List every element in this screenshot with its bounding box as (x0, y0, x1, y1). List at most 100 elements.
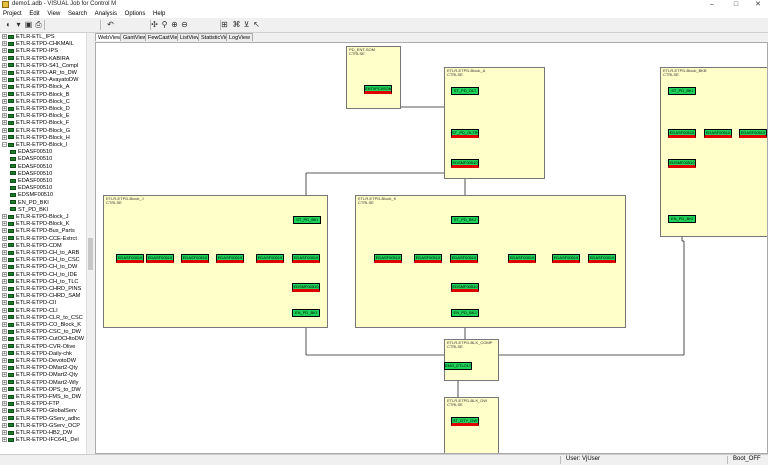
expand-toggle-icon[interactable]: + (2, 242, 7, 249)
tree-item[interactable]: +ETLR-ETPD-CII (2, 300, 56, 307)
print-icon[interactable]: ⎙ (35, 20, 42, 29)
menu-edit[interactable]: Edit (29, 11, 40, 17)
job-node[interactable]: EDASF00510 (552, 254, 580, 263)
tree-item[interactable]: +ETLR-ETPD-CHRD_SAM (2, 293, 80, 300)
menu-analysis[interactable]: Analysis (94, 11, 117, 17)
job-node[interactable]: EDASF00510 (181, 254, 209, 263)
tree-item[interactable]: +ETLR-ETPD-AR_to_DW (2, 70, 77, 77)
tree-item[interactable]: +ETLR-ETPD-CLI (2, 308, 58, 315)
tree-item[interactable]: +ETLR-ETPD-CH_to_CSC (2, 257, 80, 264)
job-node[interactable]: EN_PD_BKI (292, 309, 320, 317)
expand-toggle-icon[interactable]: + (2, 372, 7, 379)
expand-toggle-icon[interactable]: + (2, 336, 7, 343)
expand-toggle-icon[interactable]: + (2, 98, 7, 105)
expand-toggle-icon[interactable]: + (2, 70, 7, 77)
expand-toggle-icon[interactable]: + (2, 84, 7, 91)
tree-item[interactable]: EDASF00510 (10, 164, 52, 171)
expand-toggle-icon[interactable]: − (2, 142, 7, 149)
expand-toggle-icon[interactable]: + (2, 415, 7, 422)
tree-item[interactable]: +ETLR-ETPD-GServ_OCP (2, 423, 80, 430)
tree-item[interactable]: +ETLR-ETPD-CHRD_PINS (2, 286, 81, 293)
expand-toggle-icon[interactable]: + (2, 77, 7, 84)
tree-item[interactable]: EN_PD_BKI (10, 200, 49, 207)
menu-view[interactable]: View (47, 11, 61, 17)
tree-item[interactable]: +ETLR-ETPD-DPS_to_DW (2, 387, 81, 394)
job-node[interactable]: EDASF00510 (668, 129, 696, 138)
tree-item[interactable]: +ETLR-ETPD-Block_H (2, 135, 70, 142)
filter-icon[interactable]: ⊻ (243, 20, 250, 29)
expand-toggle-icon[interactable]: + (2, 437, 7, 444)
expand-toggle-icon[interactable]: + (2, 271, 7, 278)
expand-toggle-icon[interactable]: + (2, 134, 7, 141)
expand-toggle-icon[interactable]: + (2, 307, 7, 314)
expand-toggle-icon[interactable]: + (2, 386, 7, 393)
tree-item[interactable]: +ETLR-ETPD-S41_Compl (2, 63, 78, 70)
expand-toggle-icon[interactable]: + (2, 408, 7, 415)
tree-item[interactable]: EDASF00510 (10, 149, 52, 156)
job-node[interactable]: EDASF00510 (704, 129, 732, 138)
job-node[interactable]: EDSMF00510 (292, 283, 320, 292)
tree-item[interactable]: +ETLR-ETPD-DMart2-Qty (2, 372, 78, 379)
expand-toggle-icon[interactable]: + (2, 422, 7, 429)
expand-toggle-icon[interactable]: + (2, 264, 7, 271)
expand-toggle-icon[interactable]: + (2, 430, 7, 437)
save-icon[interactable]: ▣ (24, 20, 33, 29)
job-node[interactable]: ST_PD_BKJ (451, 216, 479, 224)
job-node[interactable]: EDASF00510 (450, 254, 478, 263)
expand-toggle-icon[interactable]: + (2, 365, 7, 372)
expand-toggle-icon[interactable]: + (2, 257, 7, 264)
tree-item[interactable]: +ETLR-ETPD-Block_K (2, 221, 69, 228)
expand-toggle-icon[interactable]: + (2, 329, 7, 336)
tree-item[interactable]: +ETLR-ETPD-Block_A (2, 84, 69, 91)
zoom-fit-icon[interactable]: ⊖ (181, 20, 188, 29)
job-node[interactable]: EMO_ETLOLT (444, 362, 472, 370)
tree-item[interactable]: +ETLR-ETPD-Daily-chk (2, 351, 72, 358)
job-node[interactable]: EDSMF00510 (668, 159, 696, 168)
tree-item[interactable]: +ETLR-ETPD-CH_to_TLC (2, 279, 78, 286)
expand-toggle-icon[interactable]: + (2, 120, 7, 127)
tree-item[interactable]: +ETLR-ETPD-CHKMAIL (2, 41, 74, 48)
expand-toggle-icon[interactable]: + (2, 55, 7, 62)
group-top-small[interactable]: PD_ENT-SOM CTRLSE (346, 46, 401, 109)
expand-toggle-icon[interactable]: + (2, 48, 7, 55)
dropdown-icon[interactable]: ▾ (16, 20, 21, 29)
expand-toggle-icon[interactable]: + (2, 278, 7, 285)
job-node[interactable]: EDASF00510 (414, 254, 442, 263)
tree-item[interactable]: +ETLR-ETPD-KABIRA (2, 56, 69, 63)
group-block-bkb[interactable]: ETLR-ETPD-Block_BKB CTRLSE (660, 67, 767, 237)
job-node[interactable]: EDASF00510 (588, 254, 616, 263)
job-node[interactable]: ST_PD_OLT (451, 87, 479, 95)
tree-item[interactable]: −ETLR-ETPD-Block_I (2, 142, 67, 149)
tree-item[interactable]: +ETLR-ETPD-FTP (2, 401, 60, 408)
tree-item[interactable]: +ETLR-ETPD-Block_F (2, 120, 69, 127)
search-icon[interactable]: ✣ (151, 20, 158, 29)
tab-logview[interactable]: LogView (226, 33, 253, 41)
job-node[interactable]: EDASF00510 (146, 254, 174, 263)
job-node[interactable]: EDASF00510 (374, 254, 402, 263)
expand-toggle-icon[interactable]: + (2, 62, 7, 69)
tree-item[interactable]: +ETLR-ETPD-Bus_Parts (2, 228, 75, 235)
tree-item[interactable]: EDASF00510 (10, 156, 52, 163)
menu-help[interactable]: Help (153, 11, 166, 17)
tree-item[interactable]: +ETLR-ETPD-CH_to_DW (2, 264, 77, 271)
expand-toggle-icon[interactable]: + (2, 34, 7, 41)
expand-toggle-icon[interactable]: + (2, 127, 7, 134)
tree-item[interactable]: +ETLR-ETPD-Block_D (2, 106, 70, 113)
tree-item[interactable]: +ETLR-ETPD-Block_J (2, 214, 69, 221)
job-node[interactable]: EDSMF00510 (451, 283, 479, 292)
tree-item[interactable]: +ETLR-ETPD-FMS_to_DW (2, 394, 81, 401)
tree-item[interactable]: EDSMF00510 (10, 192, 53, 199)
job-node[interactable]: ENT0PC0SOM (364, 85, 392, 94)
tree-item[interactable]: +ETLR-ETPD-CVR-Olive (2, 344, 75, 351)
tree-item[interactable]: +ETLR-ETPD-DMart2-Wly (2, 380, 78, 387)
expand-toggle-icon[interactable]: + (2, 286, 7, 293)
job-node[interactable]: ST_PD_BKI (668, 87, 696, 95)
tree-item[interactable]: ST_PD_BKI (10, 207, 48, 214)
zoom-in-icon[interactable]: ⚲ (161, 20, 168, 29)
job-node[interactable]: EDASF00510 (256, 254, 284, 263)
expand-toggle-icon[interactable]: + (2, 250, 7, 257)
job-node[interactable]: EN_PD_BKJ (451, 309, 479, 317)
tree-item[interactable]: +ETLR-ETPD-GServ_adhc (2, 416, 80, 423)
flow-canvas[interactable]: PD_ENT-SOM CTRLSE ETLR-ETPD-Block_A CTRL… (95, 42, 768, 454)
job-node[interactable]: ST_PD_OLTRC (451, 129, 479, 138)
